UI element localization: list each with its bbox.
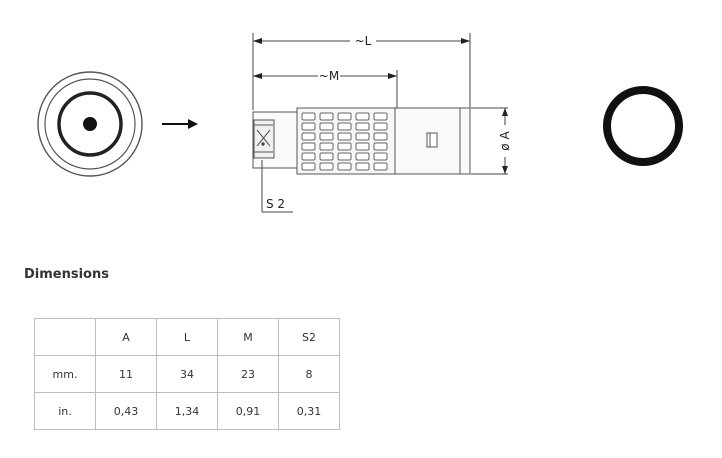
dimension-arrowheads — [253, 38, 508, 174]
knurl-cell — [373, 132, 388, 141]
table-header-cell: A — [95, 318, 157, 356]
knurl-cell — [337, 162, 352, 171]
knurl-cell — [337, 132, 352, 141]
connector-drawing: ~L ~M ø A S 2 — [37, 33, 683, 213]
knurl-cell — [337, 152, 352, 161]
o-ring — [603, 86, 683, 166]
dim-label-a: ø A — [498, 131, 512, 151]
knurl-cell — [373, 112, 388, 121]
knurl-cell — [373, 152, 388, 161]
knurl-cell — [373, 142, 388, 151]
knurl-cell — [301, 162, 316, 171]
table-cell: 0,43 — [95, 392, 157, 430]
knurl-cell — [355, 112, 370, 121]
knurl-cell — [373, 122, 388, 131]
knurl-cell — [301, 112, 316, 121]
knurl-cell — [301, 122, 316, 131]
dim-label-l: ~L — [355, 34, 372, 48]
front-view — [37, 71, 143, 177]
knurl-cell — [319, 132, 334, 141]
table-cell: 23 — [217, 355, 279, 393]
table-header-cell: L — [156, 318, 218, 356]
table-header-cell: M — [217, 318, 279, 356]
knurl-cell — [355, 162, 370, 171]
knurl-cell — [355, 142, 370, 151]
arrow-icon — [162, 119, 198, 129]
knurl-cell — [355, 122, 370, 131]
knurl-cell — [319, 162, 334, 171]
dim-label-m: ~M — [319, 69, 339, 83]
knurl-cell — [301, 132, 316, 141]
dimensions-heading: Dimensions — [24, 267, 109, 282]
table-cell: 0,31 — [278, 392, 340, 430]
knurl-cell — [337, 112, 352, 121]
knurl-cell — [319, 152, 334, 161]
knurl-cell — [355, 132, 370, 141]
knurl-cell — [319, 122, 334, 131]
table-header-cell — [34, 318, 96, 356]
table-cell: 8 — [278, 355, 340, 393]
table-cell: 34 — [156, 355, 218, 393]
row-unit-cell: in. — [34, 392, 96, 430]
knurl-cell — [319, 142, 334, 151]
knurl-cell — [337, 122, 352, 131]
table-cell: 11 — [95, 355, 157, 393]
knurl-cell — [319, 112, 334, 121]
knurl-cell — [301, 142, 316, 151]
side-view — [252, 107, 471, 175]
knurl-cell — [337, 142, 352, 151]
dim-label-s2: S 2 — [266, 197, 285, 211]
table-cell: 1,34 — [156, 392, 218, 430]
knurl-cell — [373, 162, 388, 171]
table-cell: 0,91 — [217, 392, 279, 430]
table-header-cell: S2 — [278, 318, 340, 356]
knurl-cell — [355, 152, 370, 161]
row-unit-cell: mm. — [34, 355, 96, 393]
knurl-cell — [301, 152, 316, 161]
